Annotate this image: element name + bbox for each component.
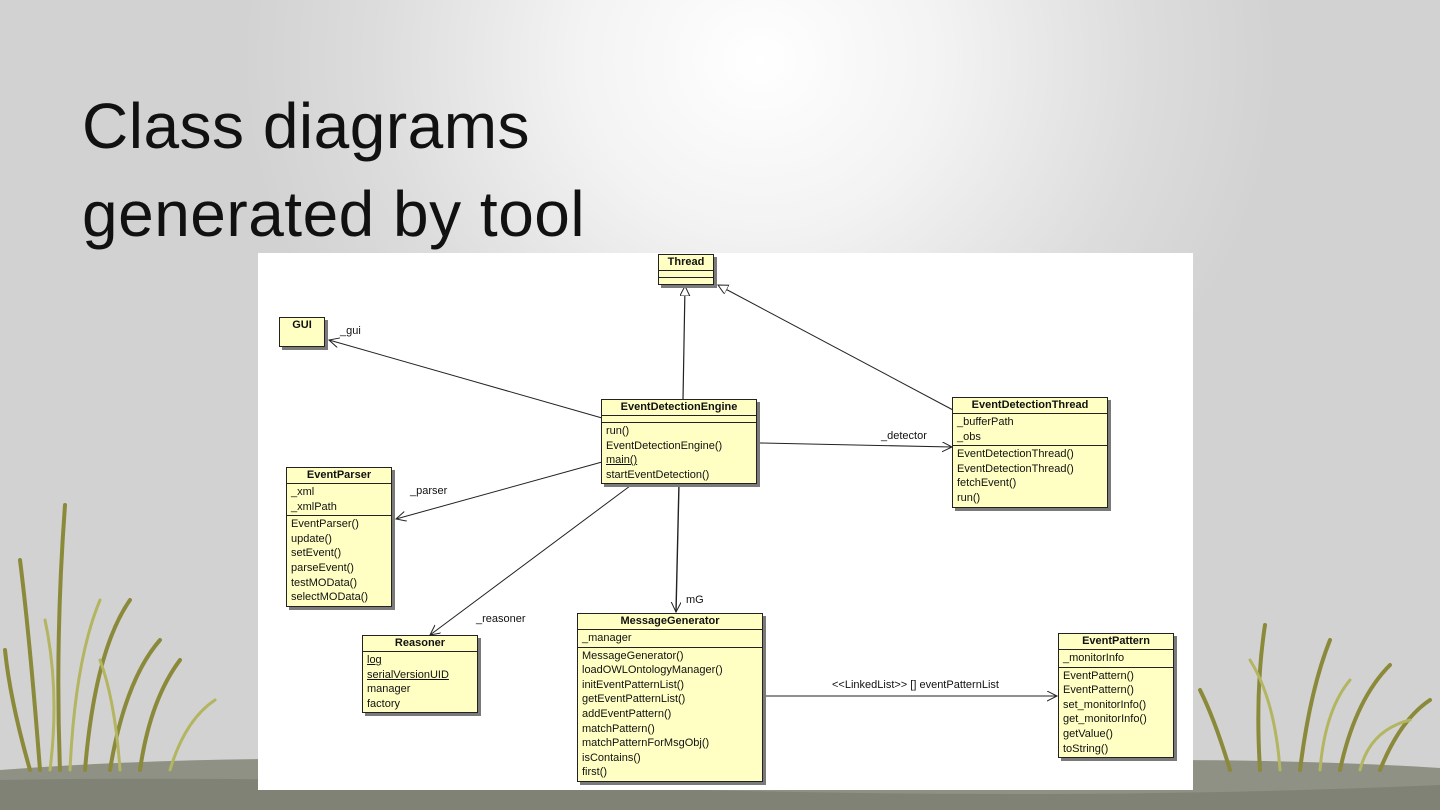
class-thread[interactable]: Thread [658, 254, 714, 285]
generator-attribute: _manager [582, 632, 632, 644]
edge-engine-gui [329, 340, 603, 419]
label-parser: _parser [410, 485, 448, 497]
title-line-1: Class diagrams [82, 90, 531, 162]
class-event-detection-engine[interactable]: EventDetectionEngine run() EventDetectio… [601, 399, 757, 485]
engine-operation: EventDetectionEngine() [606, 439, 723, 452]
class-engine-name: EventDetectionEngine [602, 400, 756, 416]
class-parser-name: EventParser [287, 468, 391, 484]
class-engine-attributes [602, 416, 756, 423]
class-reasoner-name: Reasoner [363, 636, 477, 652]
class-generator-attributes: _manager [578, 630, 762, 648]
class-pattern-name: EventPattern [1059, 634, 1173, 650]
edge-engine-reasoner [430, 482, 635, 635]
class-gui-name: GUI [292, 319, 312, 331]
class-generator-operations: MessageGenerator() loadOWLOntologyManage… [578, 648, 762, 781]
detectionthread-attribute: _obs [957, 430, 981, 443]
class-thread-operations [659, 278, 713, 284]
generator-operation: matchPattern() [582, 722, 655, 735]
class-detectionthread-name: EventDetectionThread [953, 398, 1107, 414]
generator-operation: isContains() [582, 751, 641, 764]
detectionthread-attribute: _bufferPath [957, 416, 1014, 428]
generator-operation: first() [582, 766, 608, 779]
class-event-pattern[interactable]: EventPattern _monitorInfo EventPattern()… [1058, 633, 1174, 759]
parser-operation: testMOData() [291, 576, 358, 589]
edge-engine-detectionthread [759, 443, 952, 447]
parser-operation: EventParser() [291, 518, 359, 531]
edge-engine-thread [683, 286, 685, 401]
edge-engine-generator [676, 482, 679, 612]
pattern-operation: EventPattern() [1063, 684, 1134, 697]
class-parser-operations: EventParser() update() setEvent() parseE… [287, 516, 391, 606]
class-detectionthread-attributes: _bufferPath _obs [953, 414, 1107, 447]
engine-operation: main() [606, 454, 638, 467]
class-event-detection-thread[interactable]: EventDetectionThread _bufferPath _obs Ev… [952, 397, 1108, 508]
reasoner-attribute: serialVersionUID [367, 668, 449, 681]
class-detectionthread-operations: EventDetectionThread() EventDetectionThr… [953, 446, 1107, 506]
pattern-operation: toString() [1063, 742, 1109, 755]
parser-attribute: _xmlPath [291, 500, 337, 513]
label-mg: mG [686, 594, 704, 606]
label-eventpatternlist: <<LinkedList>> [] eventPatternList [832, 679, 999, 691]
generator-operation: addEventPattern() [582, 707, 672, 720]
generator-operation: getEventPatternList() [582, 693, 686, 706]
parser-attribute: _xml [291, 486, 315, 498]
engine-operation: startEventDetection() [606, 468, 710, 481]
reasoner-attribute: factory [367, 697, 401, 710]
label-detector: _detector [881, 430, 927, 442]
reasoner-attribute: manager [367, 683, 411, 696]
detectionthread-operation: EventDetectionThread() [957, 462, 1074, 475]
label-gui: _gui [340, 325, 361, 337]
pattern-operation: set_monitorInfo() [1063, 698, 1147, 711]
label-reasoner: _reasoner [476, 613, 526, 625]
parser-operation: parseEvent() [291, 561, 354, 574]
engine-operation: run() [606, 425, 630, 437]
parser-operation: setEvent() [291, 547, 342, 560]
pattern-attribute: _monitorInfo [1063, 652, 1125, 664]
class-event-parser[interactable]: EventParser _xml _xmlPath EventParser() … [286, 467, 392, 607]
class-message-generator[interactable]: MessageGenerator _manager MessageGenerat… [577, 613, 763, 782]
class-generator-name: MessageGenerator [578, 614, 762, 630]
detectionthread-operation: run() [957, 491, 981, 504]
reasoner-attribute: log [367, 654, 382, 666]
edge-detectionthread-thread [718, 285, 954, 411]
diagram-edges [258, 253, 1193, 790]
slide-title: Class diagrams generated by tool [82, 82, 782, 258]
generator-operation: matchPatternForMsgObj() [582, 737, 710, 750]
class-engine-operations: run() EventDetectionEngine() main() star… [602, 423, 756, 483]
parser-operation: update() [291, 532, 332, 545]
class-gui[interactable]: GUI [279, 317, 325, 347]
pattern-operation: get_monitorInfo() [1063, 713, 1147, 726]
class-reasoner-attributes: log serialVersionUID manager factory [363, 652, 477, 712]
title-line-2: generated by tool [82, 178, 586, 250]
class-parser-attributes: _xml _xmlPath [287, 484, 391, 517]
class-pattern-operations: EventPattern() EventPattern() set_monito… [1059, 668, 1173, 758]
pattern-operation: EventPattern() [1063, 669, 1134, 682]
class-pattern-attributes: _monitorInfo [1059, 650, 1173, 668]
class-thread-attributes [659, 271, 713, 278]
parser-operation: selectMOData() [291, 591, 369, 604]
detectionthread-operation: fetchEvent() [957, 477, 1017, 490]
pattern-operation: getValue() [1063, 727, 1113, 740]
class-reasoner[interactable]: Reasoner log serialVersionUID manager fa… [362, 635, 478, 714]
detectionthread-operation: EventDetectionThread() [957, 448, 1074, 461]
class-diagram: _gui _parser _detector _reasoner mG <<Li… [258, 253, 1193, 790]
edge-engine-parser [396, 461, 603, 519]
generator-operation: initEventPatternList() [582, 678, 685, 691]
class-thread-name: Thread [659, 255, 713, 271]
generator-operation: loadOWLOntologyManager() [582, 664, 723, 677]
generator-operation: MessageGenerator() [582, 649, 684, 662]
